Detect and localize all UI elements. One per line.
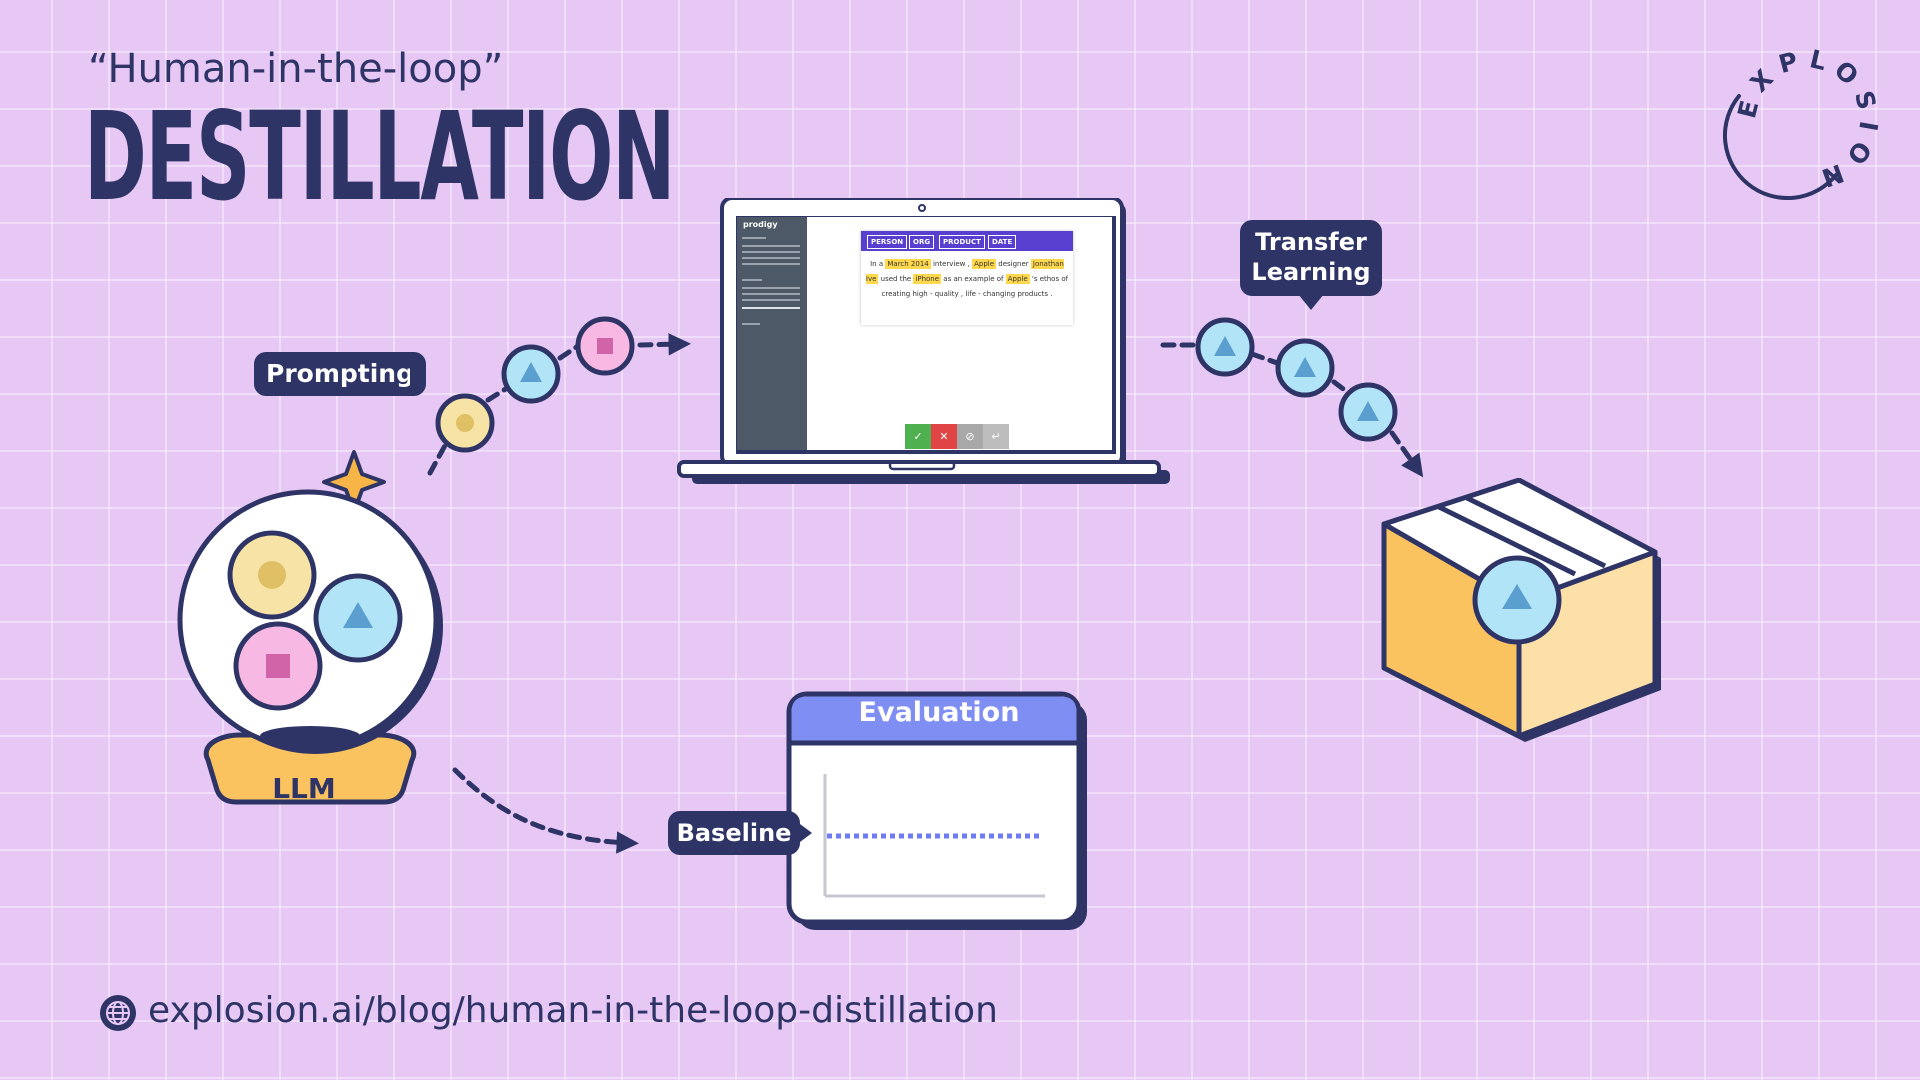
blog-link[interactable]: explosion.ai/blog/human-in-the-loop-dist… [148,990,998,1031]
llm-crystal-ball [177,450,443,805]
prodigy-screen: prodigy PERSON ORG PRODUCT DATE In a Mar… [737,217,1112,450]
accept-button[interactable]: ✓ [905,424,931,449]
token-square-pink [575,316,635,376]
arrow-to-box [1389,430,1424,478]
entity-org: Apple [972,259,997,269]
model-box [1381,478,1661,742]
evaluation-title: Evaluation [858,697,1020,728]
llm-label: LLM [272,772,336,805]
token-transfer-2 [1275,338,1335,398]
token-circle-yellow [435,393,495,453]
transfer-learning-label: Transfer Learning [1240,220,1382,296]
annotation-card: PERSON ORG PRODUCT DATE In a March 2014 … [861,231,1073,325]
undo-button[interactable]: ↵ [983,424,1009,449]
evaluation-card [786,691,1087,930]
label-chip-date[interactable]: DATE [988,235,1017,249]
box-token [1472,555,1562,645]
entity-org-2: Apple [1005,274,1030,284]
entity-date: March 2014 [885,259,931,269]
ignore-button[interactable]: ⊘ [957,424,983,449]
arrow-prompt-3 [557,343,581,361]
prompting-label: Prompting [254,352,426,396]
annotation-text: In a March 2014 interview , Apple design… [865,259,1069,298]
subtitle: “Human-in-the-loop” [88,46,504,92]
entity-product: iPhone [913,274,942,284]
globe-icon [100,995,136,1031]
baseline-pointer [796,821,812,845]
label-chip-product[interactable]: PRODUCT [939,235,985,249]
baseline-label: Baseline [668,811,800,855]
label-bar: PERSON ORG PRODUCT DATE [861,231,1073,251]
prodigy-sidebar: prodigy [737,217,807,450]
transfer-pointer [1298,294,1324,310]
prompting-pointer [410,362,426,386]
arrow-to-laptop [637,333,691,356]
token-transfer-3 [1338,382,1398,442]
arrow-transfer-1 [1249,351,1283,367]
label-chip-person[interactable]: PERSON [867,235,908,249]
token-triangle-blue [501,344,561,404]
prodigy-brand: prodigy [743,220,778,229]
arrow-prompt-1 [427,437,451,476]
token-transfer-1 [1195,317,1255,377]
arrow-to-baseline [452,767,639,854]
logo-arc [1723,94,1838,200]
reject-button[interactable]: ✕ [931,424,957,449]
page-title: DESTILLATION [84,86,675,228]
label-chip-org[interactable]: ORG [909,235,935,249]
ball-base [203,732,417,805]
explosion-logo: EXPLOSION [1723,44,1875,200]
